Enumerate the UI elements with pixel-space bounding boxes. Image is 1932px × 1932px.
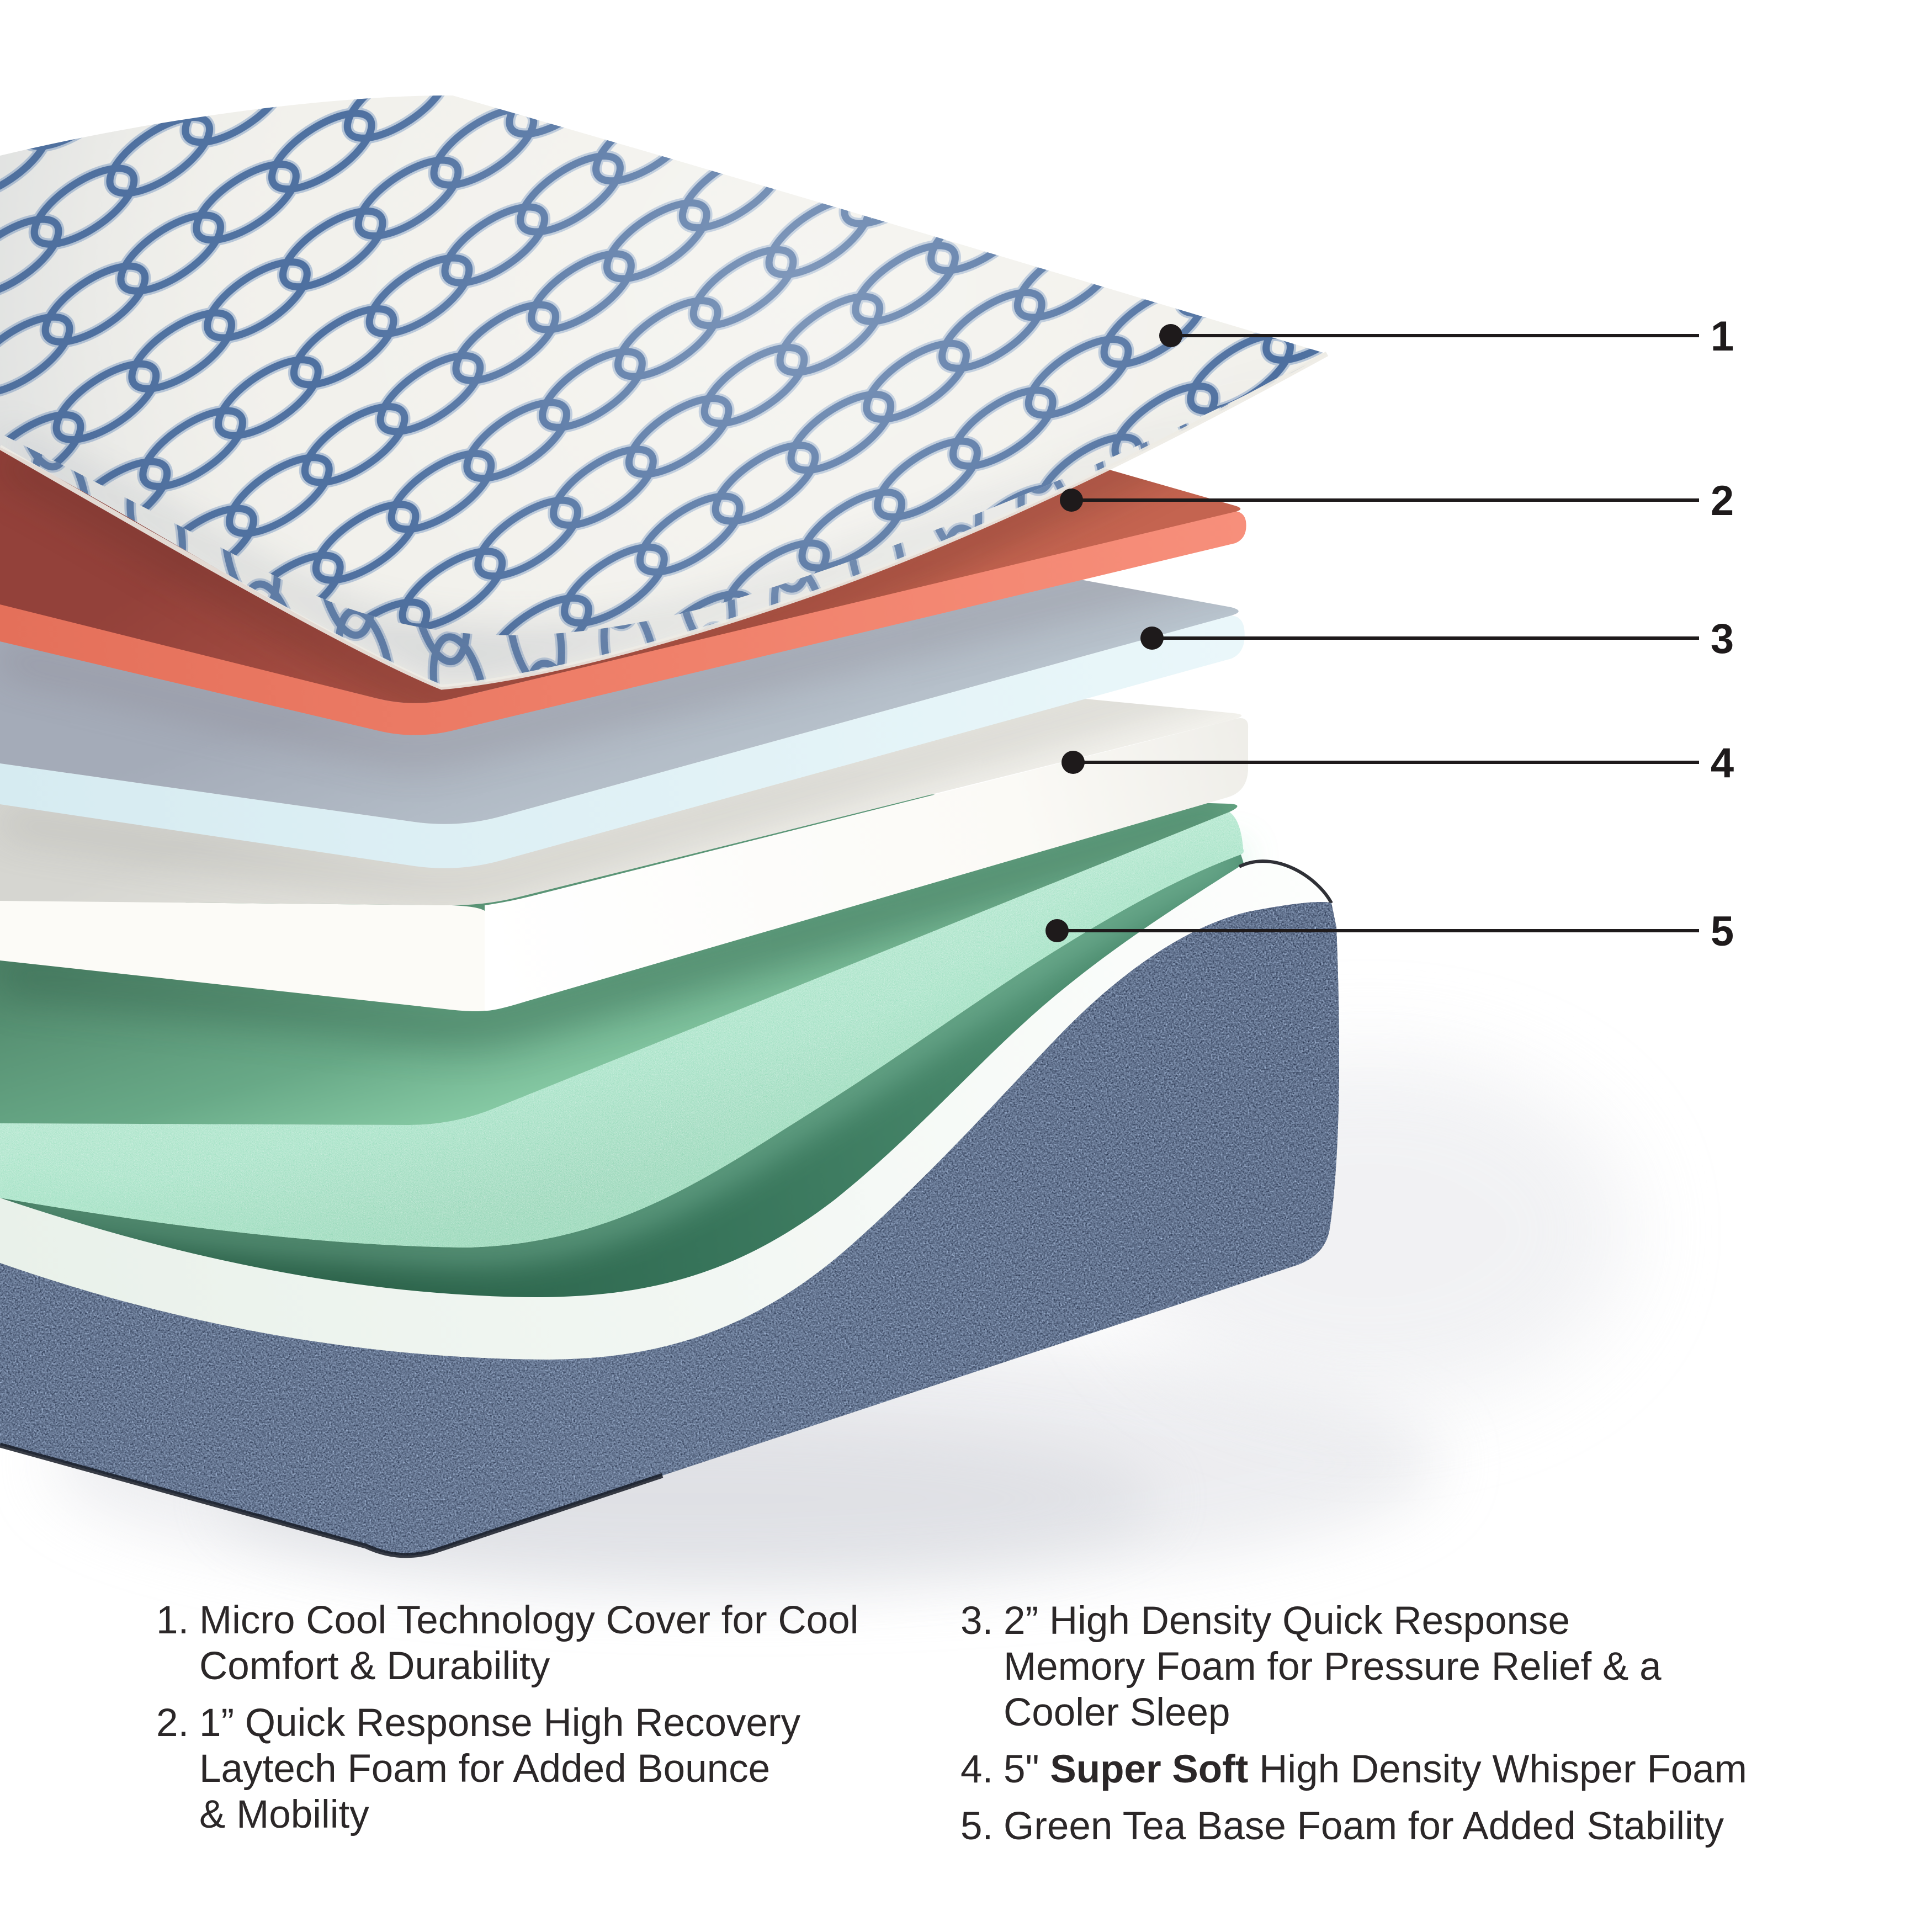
svg-text:4: 4 (1711, 740, 1734, 787)
svg-text:2: 2 (1711, 477, 1734, 524)
svg-text:5: 5 (1711, 908, 1734, 955)
svg-text:1: 1 (1711, 313, 1734, 360)
svg-text:3: 3 (1711, 615, 1734, 662)
